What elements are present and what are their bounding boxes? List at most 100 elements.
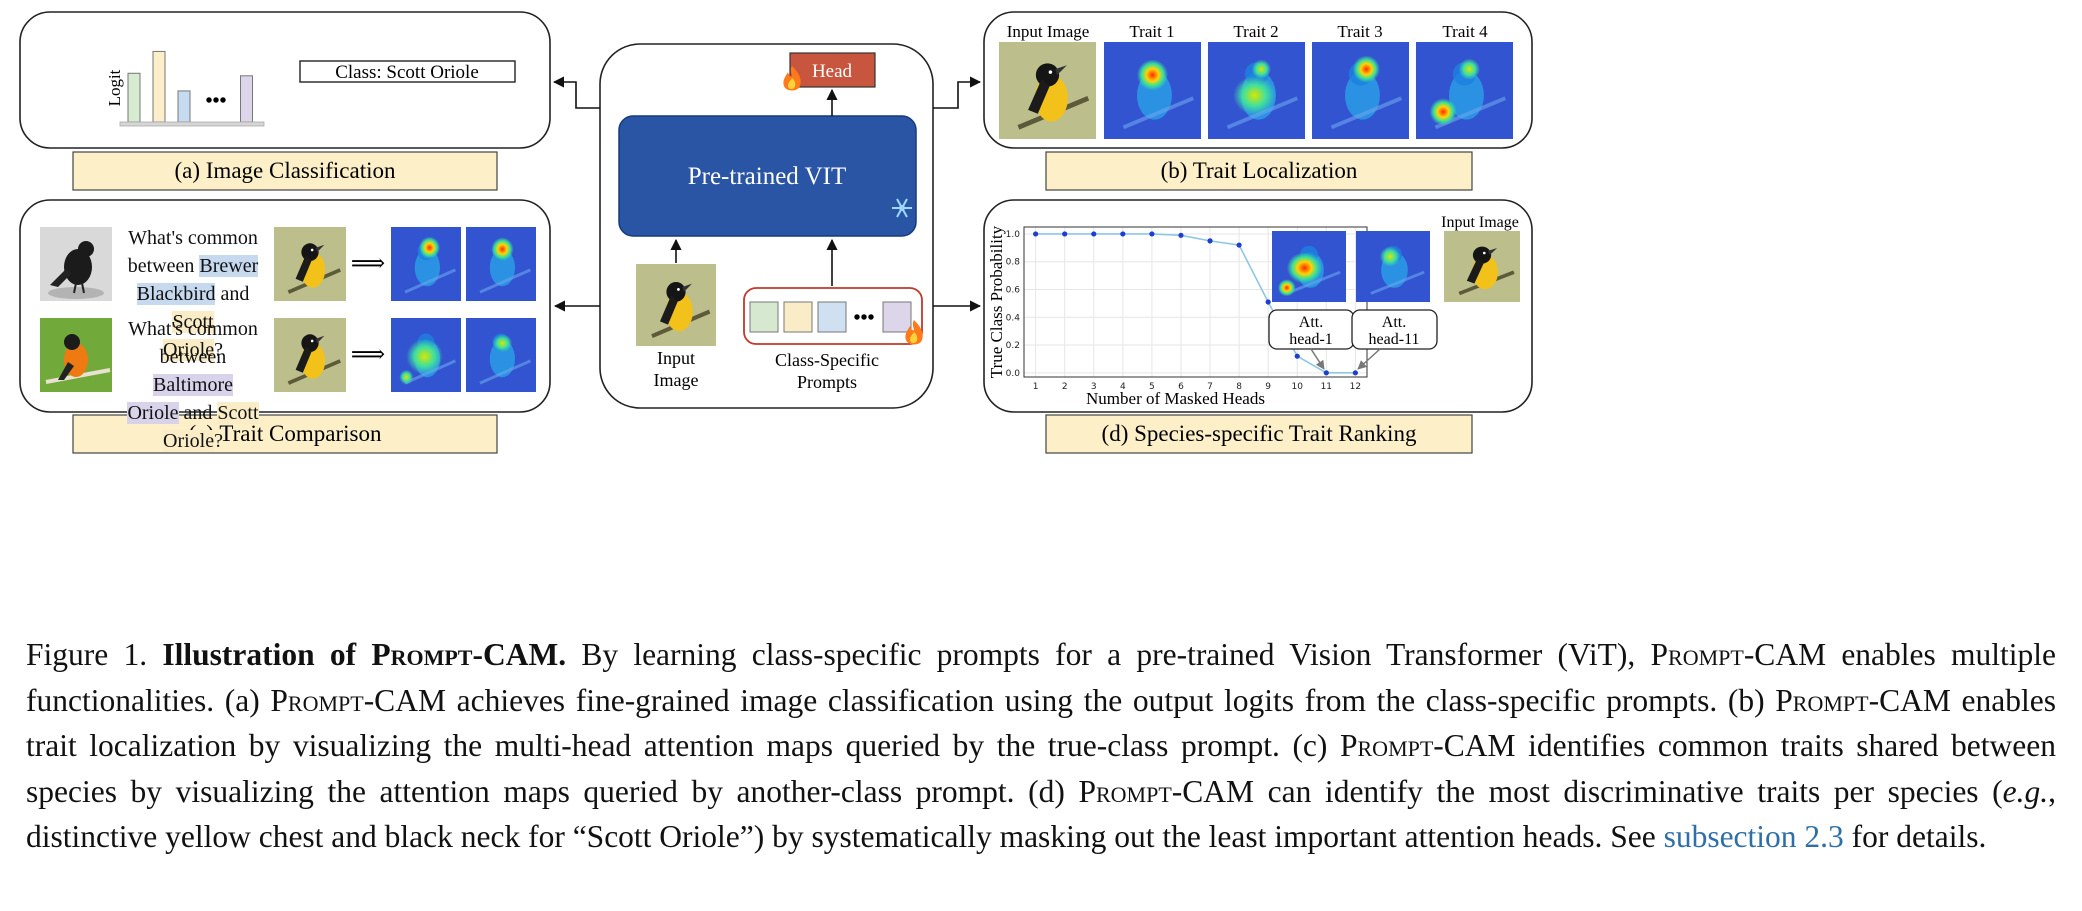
baltimore-oriole-image xyxy=(40,318,112,392)
logit-axis-label: Logit xyxy=(105,69,124,106)
x-tick-label: 7 xyxy=(1207,382,1213,392)
y-tick-label: 1.0 xyxy=(1006,230,1021,240)
data-point xyxy=(1062,231,1068,237)
center-input-bird-image xyxy=(636,264,716,346)
callout-head-11-line1: Att. xyxy=(1382,314,1406,331)
x-tick-label: 4 xyxy=(1120,382,1126,392)
species-a-highlight-1: Baltimore xyxy=(153,374,233,396)
callout-head-11-line2: head-11 xyxy=(1369,331,1420,348)
data-point xyxy=(1236,242,1242,248)
snowflake-icon xyxy=(892,198,912,218)
prompt-token xyxy=(817,301,847,333)
logit-ellipsis: ••• xyxy=(205,90,226,112)
data-point xyxy=(1323,370,1329,376)
callout-head-11-arrow xyxy=(1357,348,1381,370)
ranking-input-image-label: Input Image xyxy=(1441,214,1519,231)
callout-head-1-line2: head-1 xyxy=(1289,331,1333,348)
comparison-heatmap-row2-a xyxy=(389,316,463,394)
figure-diagram: (a) Image Classification Logit ••• Class… xyxy=(19,11,1533,454)
data-point xyxy=(1120,231,1126,237)
prompt-token xyxy=(882,301,912,333)
subsection-link[interactable]: subsection 2.3 xyxy=(1663,819,1844,854)
trait-4-heatmap xyxy=(1414,40,1515,141)
panel-b-caption-box xyxy=(1045,151,1473,191)
panel-b-caption: (b) Trait Localization xyxy=(1161,158,1358,183)
trait-2-heatmap xyxy=(1206,40,1307,141)
x-tick-label: 5 xyxy=(1149,382,1155,392)
y-tick-label: 0.2 xyxy=(1006,341,1020,351)
trait-label-2: Trait 2 xyxy=(1233,22,1278,41)
panel-center-model: Head Pre-trained VIT Input Image ••• Cla… xyxy=(599,43,934,409)
x-tick-label: 9 xyxy=(1265,382,1271,392)
ranking-heatmap-head-1 xyxy=(1270,229,1348,304)
question-row1-end: ? xyxy=(214,339,223,361)
figure-caption: Figure 1. Illustration of Prompt-CAM. By… xyxy=(26,637,2057,854)
head-label: Head xyxy=(812,61,853,82)
x-tick-label: 3 xyxy=(1091,382,1097,392)
question-row1-pre: between xyxy=(127,255,200,277)
logit-bar xyxy=(240,75,253,123)
ranking-input-image xyxy=(1442,229,1522,304)
figure-number: Figure 1. xyxy=(26,637,163,672)
trait-label-4: Trait 4 xyxy=(1442,22,1488,41)
fire-icon xyxy=(783,66,801,91)
y-tick-label: 0.6 xyxy=(1006,286,1021,296)
trait-label-input: Input Image xyxy=(1007,22,1090,41)
question-row2: What's common between Baltimore Oriole a… xyxy=(118,315,268,455)
question-row2-line1: What's common xyxy=(128,318,258,340)
scott-oriole-image-row1 xyxy=(272,225,348,303)
prompt-token xyxy=(783,301,813,333)
species-a-highlight-2: Oriole xyxy=(127,402,179,424)
logit-bar xyxy=(152,50,166,123)
comparison-heatmap-row1-a xyxy=(389,225,463,303)
question-row2-pre: between xyxy=(159,346,227,368)
x-tick-label: 1 xyxy=(1033,382,1039,392)
vit-box xyxy=(618,115,917,237)
panel-c-caption: (c) Trait Comparison xyxy=(189,421,382,446)
data-point xyxy=(1207,238,1213,244)
x-tick-label: 8 xyxy=(1236,382,1242,392)
species-a-highlight-1: Brewer xyxy=(199,255,259,277)
logit-bar xyxy=(127,72,141,123)
callout-head-1-line1: Att. xyxy=(1299,314,1323,331)
class-prediction-text: Class: Scott Oriole xyxy=(335,62,479,83)
x-tick-label: 11 xyxy=(1321,382,1332,392)
x-tick-label: 2 xyxy=(1062,382,1068,392)
prompt-token xyxy=(749,301,779,333)
x-axis-label: Number of Masked Heads xyxy=(1086,389,1265,408)
data-point xyxy=(1294,353,1300,359)
data-point xyxy=(1091,231,1097,237)
center-input-label-1: Input xyxy=(657,348,695,368)
head-box xyxy=(789,52,876,88)
prompt-fire-icon xyxy=(905,320,923,345)
species-b-highlight-1: Scott xyxy=(217,402,259,424)
panel-d-caption: (d) Species-specific Trait Ranking xyxy=(1102,421,1417,446)
panel-image-classification: (a) Image Classification Logit ••• Class… xyxy=(19,11,551,191)
question-row2-and: and xyxy=(178,402,218,424)
caption-bold-lead: Illustration of Prompt-CAM. xyxy=(162,637,567,672)
species-a-highlight-2: Blackbird xyxy=(136,283,216,305)
scott-oriole-image-row2 xyxy=(272,316,348,394)
panel-d-caption-box xyxy=(1045,414,1473,454)
trait-input-image xyxy=(999,42,1096,139)
y-tick-label: 0.8 xyxy=(1006,258,1021,268)
series-line xyxy=(1035,233,1356,374)
prompts-label-2: Prompts xyxy=(797,372,857,392)
prompt-tokens xyxy=(749,301,912,333)
center-input-label-2: Image xyxy=(654,370,699,390)
panel-trait-comparison: (c) Trait Comparison ⟹ ⟹ xyxy=(19,199,551,454)
callout-head-11-box xyxy=(1351,309,1438,350)
arrow-to-panel-a xyxy=(552,76,600,109)
trait-label-1: Trait 1 xyxy=(1129,22,1174,41)
species-b-highlight-2: Oriole xyxy=(163,430,215,452)
logit-bar xyxy=(177,90,191,123)
question-row1-line1: What's common xyxy=(128,227,258,249)
panel-a-caption: (a) Image Classification xyxy=(175,158,396,183)
vit-label: Pre-trained VIT xyxy=(688,163,847,190)
data-point xyxy=(1265,299,1271,305)
x-tick-label: 12 xyxy=(1350,382,1361,392)
data-point xyxy=(1178,232,1184,238)
data-point xyxy=(1352,370,1358,376)
